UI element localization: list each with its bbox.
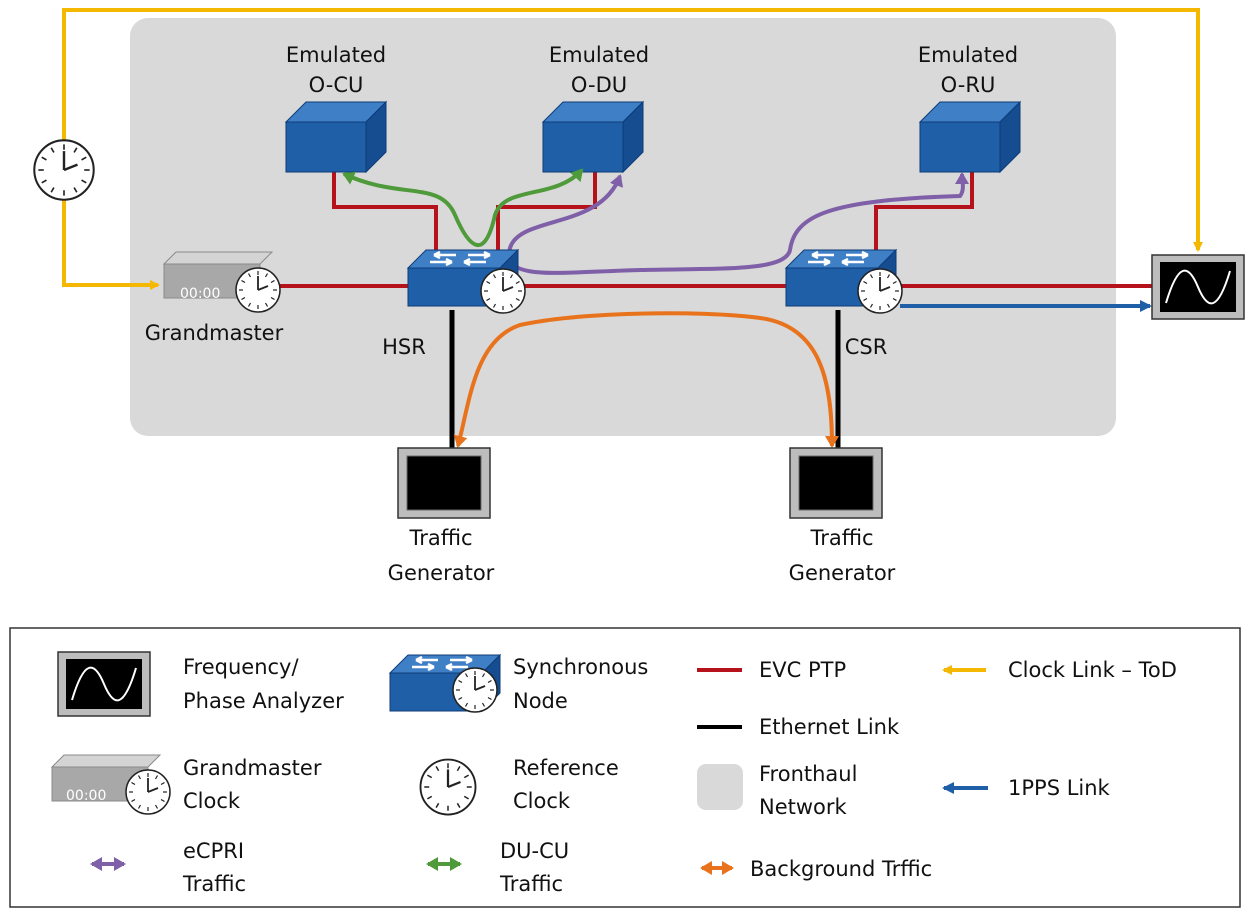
emulated-o-du-box: [542, 101, 644, 173]
legend-box: [9, 627, 1241, 908]
clock-link-tod: [62, 8, 1203, 252]
legend-gm-display: 00:00: [66, 788, 106, 804]
legend-sync-node-label-1: Synchronous: [513, 655, 648, 679]
ecpri-traffic-path: [506, 172, 970, 275]
o-ru-label-line1: Emulated: [918, 43, 1018, 67]
traffic-generator-right: [789, 447, 883, 519]
emulated-o-cu-box: [285, 101, 387, 173]
legend-du-cu-label-2: Traffic: [499, 872, 563, 896]
legend-ethernet-label: Ethernet Link: [759, 715, 900, 739]
legend-ecpri-label-2: Traffic: [182, 872, 246, 896]
traffic-gen-right-line1: Traffic: [809, 526, 873, 550]
hsr-clock-icon: [480, 268, 526, 314]
evc-ptp-hsr-odu: [496, 172, 597, 262]
legend-background-label: Background Trffic: [750, 857, 932, 881]
legend-reference-clock-label-1: Reference: [513, 756, 619, 780]
grandmaster-display: 00:00: [180, 286, 220, 302]
legend-ecpri-label-1: eCPRI: [183, 839, 244, 863]
grandmaster-clock-icon: [235, 267, 281, 313]
emulated-o-ru-box: [919, 101, 1021, 173]
o-cu-label-line2: O-CU: [309, 73, 364, 97]
legend-clock-link-label: Clock Link – ToD: [1008, 658, 1177, 682]
legend-reference-clock-label-2: Clock: [513, 789, 571, 813]
traffic-gen-right-line2: Generator: [789, 561, 896, 585]
legend-analyzer-label-2: Phase Analyzer: [183, 689, 344, 713]
grandmaster-label: Grandmaster: [145, 321, 284, 345]
background-traffic-path: [453, 311, 839, 448]
legend-sync-node-label-2: Node: [513, 689, 568, 713]
du-cu-traffic-path: [342, 168, 584, 248]
legend-analyzer-label-1: Frequency/: [183, 655, 299, 679]
o-cu-label-line1: Emulated: [286, 43, 386, 67]
legend-gm-label-2: Clock: [183, 789, 241, 813]
legend-gm-label-1: Grandmaster: [183, 756, 322, 780]
traffic-gen-left-line2: Generator: [388, 561, 495, 585]
legend-fronthaul-label-1: Fronthaul: [759, 762, 857, 786]
legend-fronthaul-label-2: Network: [759, 795, 848, 819]
frequency-phase-analyzer: [1151, 254, 1245, 320]
legend-sync-node-clock-icon: [452, 667, 498, 713]
o-du-label-line2: O-DU: [571, 73, 627, 97]
o-du-label-line1: Emulated: [549, 43, 649, 67]
evc-ptp-csr-oru: [874, 160, 974, 262]
hsr-label: HSR: [382, 335, 426, 359]
csr-clock-icon: [857, 268, 903, 314]
legend-fronthaul-swatch: [697, 764, 743, 810]
legend-pps-label: 1PPS Link: [1008, 776, 1111, 800]
legend-gm-clock-icon: [125, 769, 171, 815]
clock-link-tod-to-gm: [62, 200, 160, 290]
legend-evc-ptp-label: EVC PTP: [759, 658, 846, 682]
legend-reference-clock-icon: [419, 758, 477, 816]
traffic-gen-left-line1: Traffic: [408, 526, 472, 550]
legend-du-cu-label-1: DU-CU: [500, 839, 569, 863]
o-ru-label-line2: O-RU: [941, 73, 996, 97]
reference-clock-icon: [33, 139, 95, 201]
legend-analyzer-icon: [57, 651, 151, 717]
csr-label: CSR: [845, 335, 888, 359]
evc-ptp-hsr-ocu: [332, 172, 438, 262]
traffic-generator-left: [397, 447, 491, 519]
